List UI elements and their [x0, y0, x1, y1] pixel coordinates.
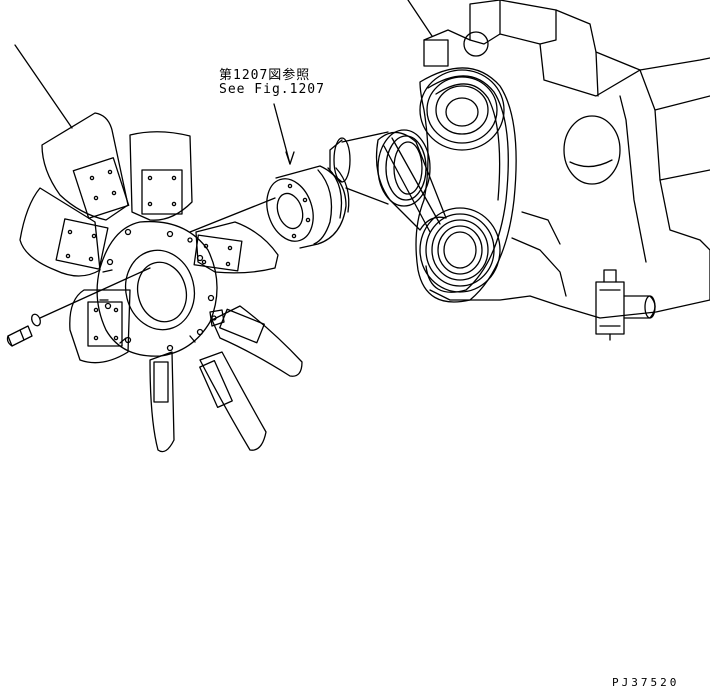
fan-hub-plate	[97, 222, 217, 357]
blade-mount-plate	[200, 361, 233, 408]
blade-mount-plate	[194, 235, 242, 271]
blade-mount-plate	[154, 362, 168, 402]
engine-housing	[424, 0, 710, 318]
fan-belt	[377, 132, 447, 230]
part-illustration-id: PJ37520	[612, 676, 680, 689]
fan-drive-pulley	[378, 130, 430, 206]
blade-mount-plate	[88, 302, 122, 346]
fan-hub-plate-edge	[100, 270, 195, 343]
blade-mount-plate	[220, 309, 265, 343]
hub-bolt-holes	[106, 230, 217, 351]
upper-pulley	[420, 70, 504, 150]
blade-mount-plate	[142, 170, 182, 214]
spacer-axis-line	[190, 198, 275, 232]
washer	[30, 313, 42, 327]
fan-hub-bore-inner	[131, 257, 192, 327]
bolt-axis-line	[40, 268, 150, 318]
blade-mount-plate	[73, 158, 128, 219]
figure-reference-english: See Fig.1207	[219, 82, 325, 97]
engine-leader-line	[408, 0, 432, 36]
fan-spacer	[190, 104, 349, 248]
figure-reference-japanese: 第1207図参照	[219, 68, 311, 83]
fan-blade	[70, 290, 130, 363]
drive-belt	[416, 68, 516, 302]
fan-blade	[130, 132, 192, 220]
fan-blade	[200, 352, 266, 450]
fan-blade	[42, 113, 128, 220]
spacer-bore	[273, 190, 307, 232]
fan-blade	[20, 188, 100, 276]
bolt-and-washer	[8, 268, 151, 346]
engine-front-assembly	[330, 0, 710, 340]
fan-hub-bore	[117, 243, 202, 337]
fan-blade	[150, 352, 174, 452]
blade-mount-plate	[56, 219, 108, 269]
fan-assembly	[15, 45, 302, 452]
fan-blade	[196, 222, 278, 273]
fan-leader-line	[15, 45, 72, 128]
bolt	[8, 326, 32, 346]
spacer-front-face	[259, 173, 321, 247]
